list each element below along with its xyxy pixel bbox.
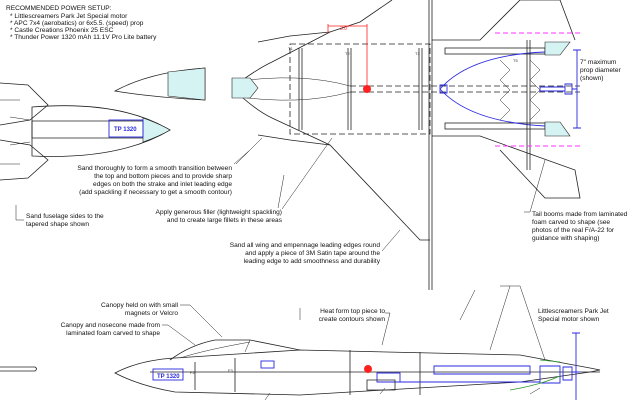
note-line: foam carved to shape (see xyxy=(532,219,610,226)
note-line: Sand all wing and empennage leading edge… xyxy=(230,242,381,249)
power-item: * Thunder Power 1320 mAh 11.1V Pro Lite … xyxy=(10,34,157,41)
note-leading-edges: Sand all wing and empennage leading edge… xyxy=(230,242,381,265)
note-line: tapered shape shown xyxy=(26,221,89,228)
note-line: Canopy held on with small xyxy=(101,302,179,309)
former-f2-label: F2 xyxy=(190,370,195,375)
note-line: Heat form top piece to xyxy=(320,308,385,315)
note-line: Sand fuselage sides to the xyxy=(26,213,104,220)
note-line: the top and bottom pieces and to provide… xyxy=(94,173,232,180)
note-line: Special motor shown xyxy=(538,316,600,323)
top-plan-view: T1 T2 T3 T5 7" maximum prop diameter (sh… xyxy=(231,0,621,290)
note-line: guidance with shaping) xyxy=(532,235,599,242)
note-line: Canopy and nosecone made from xyxy=(61,322,161,329)
note-line: Tail booms made from laminated xyxy=(532,211,628,218)
former-f3-label: F3 xyxy=(228,368,233,373)
side-view: TP 1320 F2 F3 xyxy=(0,332,601,400)
prop-diameter-note: (shown) xyxy=(580,75,603,82)
note-tail-booms: Tail booms made from laminated foam carv… xyxy=(532,211,628,242)
note-motor-shown: Littlescreamers Park Jet Special motor s… xyxy=(538,308,609,323)
note-line: and to create large fillets in these are… xyxy=(167,217,283,224)
former-t2-label: T2 xyxy=(345,51,350,56)
note-line: magnets or Velcro xyxy=(125,310,178,317)
former-t1-label: T1 xyxy=(288,46,293,51)
battery-side-label: TP 1320 xyxy=(157,374,180,380)
note-line: photos of the real F/A-22 for xyxy=(532,227,615,234)
cg-dimension-label: 3.0" xyxy=(340,26,349,32)
note-line: Littlescreamers Park Jet xyxy=(538,308,609,315)
note-canopy-held: Canopy held on with small magnets or Vel… xyxy=(101,302,179,317)
power-item: * APC 7x4 (aerobatics) or 6x5.5. (speed)… xyxy=(10,20,144,27)
note-canopy-nose: Canopy and nosecone made from laminated … xyxy=(61,322,161,337)
note-line: (add spackling if necessary to get a smo… xyxy=(79,189,232,196)
note-line: edges on both the strake and inlet leadi… xyxy=(93,181,232,188)
power-item: * Castle Creations Phoenix 25 ESC xyxy=(10,27,114,34)
note-line: leading edge to add smoothness and durab… xyxy=(244,258,381,265)
fuselage-bottom-view: TP 1320 xyxy=(0,67,206,181)
battery-label: TP 1320 xyxy=(114,127,137,133)
leader-lines xyxy=(15,137,546,320)
note-heat-form: Heat form top piece to create contours s… xyxy=(319,308,386,323)
prop-diameter-note: prop diameter xyxy=(580,67,621,74)
note-sand-sides: Sand fuselage sides to the tapered shape… xyxy=(26,213,104,228)
prop-diameter-note: 7" maximum xyxy=(580,59,617,66)
power-item: * Littlescreamers Park Jet Special motor xyxy=(10,13,128,20)
note-filler: Apply generous filler (lightweight spack… xyxy=(156,209,283,224)
note-line: create contours shown xyxy=(319,316,386,323)
note-line: laminated foam carved to shape xyxy=(66,330,160,337)
note-line: Sand thoroughly to form a smooth transit… xyxy=(77,165,232,172)
note-sand-transition: Sand thoroughly to form a smooth transit… xyxy=(77,165,232,196)
power-setup-title: RECOMMENDED POWER SETUP: xyxy=(6,5,112,12)
former-t3-label: T3 xyxy=(415,51,420,56)
note-line: Apply generous filler (lightweight spack… xyxy=(156,209,282,216)
note-line: and apply a piece of 3M Satin tape aroun… xyxy=(245,250,380,257)
leader-lines xyxy=(162,285,546,400)
power-setup-notes: RECOMMENDED POWER SETUP: * Littlescreame… xyxy=(6,5,157,41)
former-t5-label: T5 xyxy=(513,58,518,63)
